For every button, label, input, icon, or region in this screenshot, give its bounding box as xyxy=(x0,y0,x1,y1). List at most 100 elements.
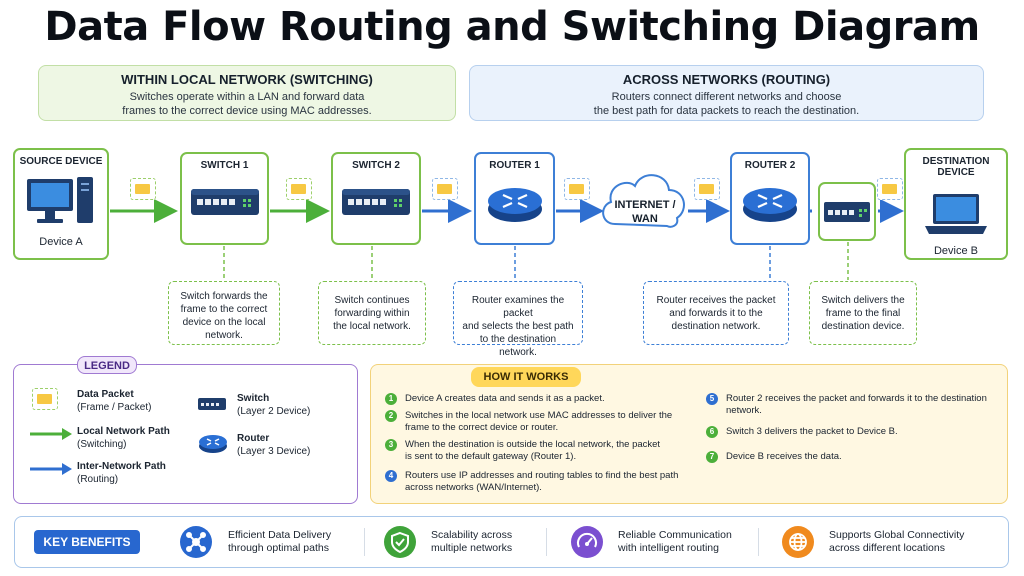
packet-icon xyxy=(130,178,156,200)
legend-packet-desc: (Frame / Packet) xyxy=(77,402,152,413)
note-line: forwarding within xyxy=(334,308,410,319)
step-line: Device B receives the data. xyxy=(726,451,842,462)
step-2: Switches in the local network use MAC ad… xyxy=(405,410,672,434)
legend-title: LEGEND xyxy=(77,356,137,374)
note-line: Switch delivers the xyxy=(821,295,905,306)
step-4: Routers use IP addresses and routing tab… xyxy=(405,470,678,494)
source-device-node: SOURCE DEVICE Device A xyxy=(13,148,109,260)
benefit-line: with intelligent routing xyxy=(618,542,719,554)
how-it-works-panel xyxy=(370,364,1008,504)
step-number: 5 xyxy=(706,393,718,405)
step-line: network. xyxy=(726,405,762,416)
legend-local-path: Local Network Path (Switching) xyxy=(77,425,170,451)
legend-switch-name: Switch xyxy=(237,393,270,404)
source-device-name: Device A xyxy=(39,236,83,248)
benefit-line: Scalability across xyxy=(431,529,513,541)
step-line: Routers use IP addresses and routing tab… xyxy=(405,470,679,481)
legend-switch-desc: (Layer 2 Device) xyxy=(237,406,311,417)
step-number: 3 xyxy=(385,439,397,451)
switch-icon xyxy=(198,398,226,410)
step-number: 6 xyxy=(706,426,718,438)
packet-icon xyxy=(877,178,903,200)
switch3-note: Switch delivers the frame to the final d… xyxy=(809,281,917,345)
note-line: frame to the correct xyxy=(180,304,268,315)
legend-packet: Data Packet (Frame / Packet) xyxy=(77,388,151,414)
step-5: Router 2 receives the packet and forward… xyxy=(726,393,987,417)
destination-device-name: Device B xyxy=(933,245,979,257)
routing-banner: ACROSS NETWORKS (ROUTING) Routers connec… xyxy=(469,65,984,121)
step-number: 7 xyxy=(706,451,718,463)
network-icon xyxy=(180,526,212,558)
laptop-icon xyxy=(925,194,987,234)
routing-desc-line1: Routers connect different networks and c… xyxy=(611,91,842,103)
router2-node: ROUTER 2 xyxy=(730,152,810,245)
router1-node: ROUTER 1 xyxy=(474,152,555,245)
note-line: frame to the final xyxy=(825,308,901,319)
benefit-3: Reliable Communication with intelligent … xyxy=(618,529,732,555)
note-line: Switch forwards the xyxy=(180,291,268,302)
router2-note: Router receives the packet and forwards … xyxy=(643,281,789,345)
router1-note: Router examines the packet and selects t… xyxy=(453,281,583,358)
switch2-note: Switch continues forwarding within the l… xyxy=(318,281,426,345)
benefit-line: multiple networks xyxy=(431,542,513,554)
packet-icon xyxy=(286,178,312,200)
shield-check-icon xyxy=(384,526,416,558)
switch-icon xyxy=(190,189,259,215)
globe-icon xyxy=(782,526,814,558)
legend-packet-name: Data Packet xyxy=(77,389,134,400)
note-line: device on the local xyxy=(182,317,266,328)
note-line: to the destination network. xyxy=(479,334,557,358)
switch-icon xyxy=(342,189,410,215)
switching-banner: WITHIN LOCAL NETWORK (SWITCHING) Switche… xyxy=(38,65,456,121)
benefit-line: Efficient Data Delivery xyxy=(228,529,332,541)
packet-icon xyxy=(694,178,720,200)
destination-device-label: DESTINATION DEVICE xyxy=(922,156,990,178)
legend-inter-path: Inter-Network Path (Routing) xyxy=(77,460,166,486)
legend-local-path-name: Local Network Path xyxy=(77,426,170,437)
step-number: 4 xyxy=(385,470,397,482)
switch1-label: SWITCH 1 xyxy=(200,160,249,171)
benefit-line: through optimal paths xyxy=(228,542,329,554)
router-icon xyxy=(487,188,542,222)
divider xyxy=(758,528,759,556)
benefit-line: across different locations xyxy=(829,542,945,554)
step-3: When the destination is outside the loca… xyxy=(405,439,660,463)
key-benefits-title: KEY BENEFITS xyxy=(34,530,140,554)
internet-label-line1: INTERNET / xyxy=(614,199,676,211)
legend-switch: Switch (Layer 2 Device) xyxy=(237,392,310,418)
switch1-note: Switch forwards the frame to the correct… xyxy=(168,281,280,345)
router-icon xyxy=(743,188,797,222)
router1-label: ROUTER 1 xyxy=(489,160,540,171)
note-line: Router receives the packet xyxy=(656,295,776,306)
legend-inter-path-name: Inter-Network Path xyxy=(77,461,166,472)
routing-desc-line2: the best path for data packets to reach … xyxy=(593,105,860,117)
note-line: network. xyxy=(205,330,243,341)
note-line: and forwards it to the xyxy=(669,308,763,319)
internet-cloud-icon xyxy=(602,174,685,228)
note-line: the local network. xyxy=(333,321,411,332)
step-line: is sent to the default gateway (Router 1… xyxy=(405,451,577,462)
internet-label: INTERNET / WAN xyxy=(605,198,685,226)
step-line: Router 2 receives the packet and forward… xyxy=(726,393,987,404)
step-number: 2 xyxy=(385,410,397,422)
step-line: Switches in the local network use MAC ad… xyxy=(405,410,673,421)
packet-icon xyxy=(432,178,458,200)
packet-icon xyxy=(32,388,58,410)
legend-router: Router (Layer 3 Device) xyxy=(237,432,310,458)
switch2-node: SWITCH 2 xyxy=(331,152,421,245)
benefit-line: Reliable Communication xyxy=(618,529,732,541)
note-line: destination network. xyxy=(671,321,761,332)
local-path-arrow-icon xyxy=(30,428,72,440)
internet-label-line2: WAN xyxy=(632,213,658,225)
packet-icon xyxy=(564,178,590,200)
note-line: Switch continues xyxy=(334,295,410,306)
switching-desc-line2: frames to the correct device using MAC a… xyxy=(122,105,372,117)
switching-heading: WITHIN LOCAL NETWORK (SWITCHING) xyxy=(121,72,373,87)
step-line: Switch 3 delivers the packet to Device B… xyxy=(726,426,898,437)
router-icon xyxy=(199,435,227,453)
destination-device-node: DESTINATION DEVICE Device B xyxy=(904,148,1008,260)
switching-desc-line1: Switches operate within a LAN and forwar… xyxy=(129,91,365,103)
divider xyxy=(546,528,547,556)
step-line: When the destination is outside the loca… xyxy=(405,439,661,450)
